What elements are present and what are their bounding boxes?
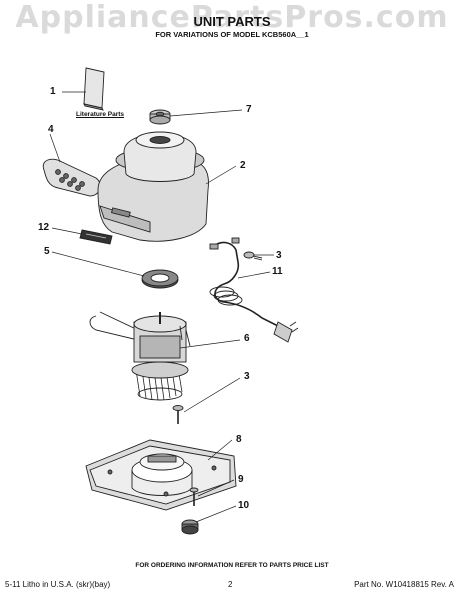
motor-assembly-part bbox=[89, 311, 191, 401]
callout-1: 1 bbox=[50, 86, 56, 97]
callout-11: 11 bbox=[272, 266, 283, 277]
callout-8: 8 bbox=[236, 434, 242, 445]
screw-part-9 bbox=[189, 487, 199, 506]
callout-7: 7 bbox=[246, 104, 252, 115]
foot-part bbox=[181, 519, 199, 535]
coupler-part bbox=[149, 109, 171, 125]
badge-part bbox=[79, 229, 113, 245]
base-housing-part bbox=[97, 131, 209, 242]
watermark: AppliancePartsPros.com bbox=[15, 0, 449, 35]
callout-5: 5 bbox=[44, 246, 50, 257]
litho-info: 5-11 Litho in U.S.A. (skr)(bay) bbox=[5, 580, 111, 589]
page-title: UNIT PARTS bbox=[193, 14, 271, 29]
page-number: 2 bbox=[228, 580, 233, 589]
screw-part-upper bbox=[243, 251, 263, 261]
keypad-overlay-part bbox=[42, 158, 101, 197]
literature-booklet-part bbox=[83, 67, 105, 111]
callout-3-upper: 3 bbox=[276, 250, 282, 261]
callout-10: 10 bbox=[238, 500, 250, 511]
callout-12: 12 bbox=[38, 222, 50, 233]
leader-lines bbox=[49, 91, 274, 523]
screw-part-lower bbox=[172, 405, 184, 424]
base-plate-part bbox=[85, 439, 237, 511]
power-cord-part bbox=[209, 237, 299, 343]
literature-parts-label: Literature Parts bbox=[76, 111, 125, 118]
callout-9: 9 bbox=[238, 474, 244, 485]
callout-3-lower: 3 bbox=[244, 371, 250, 382]
callout-2: 2 bbox=[240, 160, 246, 171]
ordering-note: FOR ORDERING INFORMATION REFER TO PARTS … bbox=[135, 562, 329, 569]
callout-6: 6 bbox=[244, 333, 250, 344]
gasket-part bbox=[141, 269, 179, 289]
page-subtitle: FOR VARIATIONS OF MODEL KCB560A__1 bbox=[155, 30, 309, 39]
part-number: Part No. W10418815 Rev. A bbox=[354, 580, 454, 589]
callout-4: 4 bbox=[48, 124, 54, 135]
